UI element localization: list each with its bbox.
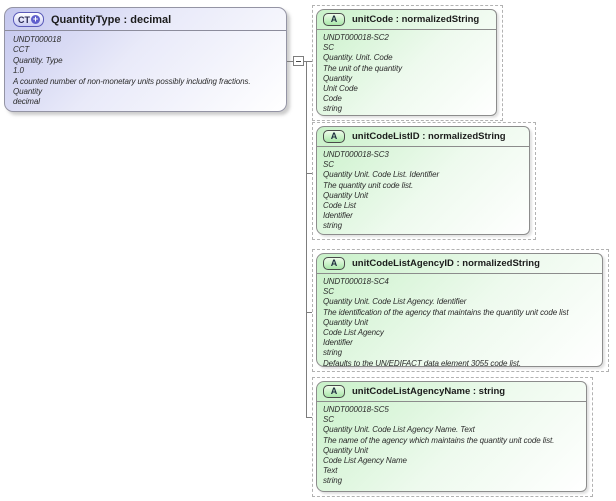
attribute-inner: A unitCodeListAgencyID : normalizedStrin… (316, 253, 603, 369)
detail-line: Identifier (323, 211, 353, 221)
complextype-badge: CT + (13, 12, 44, 27)
connector-branch-1 (304, 61, 312, 62)
detail-line: UNDT000018 (13, 35, 61, 44)
attribute-inner: A unitCodeListAgencyName : string UNDT00… (316, 381, 587, 492)
detail-line: Defaults to the UN/EDIFACT data element … (323, 358, 522, 368)
complextype-title: QuantityType : decimal (51, 13, 172, 26)
detail-line: Identifier (323, 338, 353, 348)
detail-line: UNDT000018-SC4 (323, 277, 389, 286)
detail-line: 1.0 (13, 66, 24, 76)
connector-branch-4 (306, 417, 312, 418)
detail-line: The name of the agency which maintains t… (323, 435, 555, 445)
detail-line: Quantity (323, 73, 352, 83)
detail-line: Text (323, 466, 338, 476)
attribute-badge: A (323, 130, 345, 143)
detail-line: CCT (13, 45, 30, 55)
detail-line: The identification of the agency that ma… (323, 307, 569, 317)
ct-badge-label: CT (18, 14, 30, 25)
attribute-header[interactable]: A unitCodeListID : normalizedString (317, 127, 529, 147)
detail-line: decimal (13, 97, 40, 107)
attribute-inner: A unitCode : normalizedString UNDT000018… (316, 9, 497, 116)
connector-branch-3 (306, 312, 312, 313)
attribute-box-unitcodelistagencyname: A unitCodeListAgencyName : string UNDT00… (312, 377, 593, 497)
attribute-box-unitcodelistid: A unitCodeListID : normalizedString UNDT… (312, 122, 536, 240)
plus-icon: + (31, 14, 40, 24)
detail-line: SC (323, 287, 334, 297)
detail-line: string (323, 104, 342, 114)
detail-line: Quantity (13, 87, 42, 97)
detail-line: string (323, 221, 342, 231)
detail-line: A counted number of non-monetary units p… (13, 76, 251, 86)
attribute-header[interactable]: A unitCodeListAgencyID : normalizedStrin… (317, 254, 602, 274)
attribute-title: unitCodeListAgencyID : normalizedString (352, 258, 540, 269)
detail-line: string (323, 348, 342, 358)
attribute-header[interactable]: A unitCode : normalizedString (317, 10, 496, 30)
detail-line: Unit Code (323, 84, 358, 94)
collapse-toggle[interactable] (293, 56, 304, 66)
detail-line: UNDT000018-SC3 (323, 150, 389, 159)
detail-line: Quantity Unit. Code List Agency Name. Te… (323, 425, 475, 435)
attribute-inner: A unitCodeListID : normalizedString UNDT… (316, 126, 530, 235)
attribute-badge: A (323, 385, 345, 398)
detail-line: The quantity unit code list. (323, 180, 414, 190)
minus-icon (296, 61, 301, 62)
detail-line: Quantity Unit (323, 190, 368, 200)
attribute-box-unitcodelistagencyid: A unitCodeListAgencyID : normalizedStrin… (312, 249, 609, 372)
detail-line: Code List Agency (323, 328, 384, 338)
detail-line: Quantity Unit. Code List. Identifier (323, 170, 440, 180)
attribute-title: unitCodeListAgencyName : string (352, 386, 506, 397)
attribute-title: unitCodeListID : normalizedString (352, 131, 506, 142)
detail-line: Code (323, 94, 342, 104)
connector-trunk (306, 61, 307, 418)
detail-line: Quantity Unit. Code List Agency. Identif… (323, 297, 467, 307)
detail-line: Code List (323, 201, 356, 211)
detail-line: Quantity Unit (323, 445, 368, 455)
detail-line: Quantity. Unit. Code (323, 53, 393, 63)
attribute-box-unitcode: A unitCode : normalizedString UNDT000018… (312, 5, 503, 121)
attribute-title: unitCode : normalizedString (352, 14, 480, 25)
detail-line: UNDT000018-SC5 (323, 405, 389, 414)
attribute-header[interactable]: A unitCodeListAgencyName : string (317, 382, 586, 402)
connector-branch-2 (306, 173, 312, 174)
attribute-badge: A (323, 13, 345, 26)
detail-line: Quantity Unit (323, 317, 368, 327)
detail-line: SC (323, 415, 334, 425)
detail-line: SC (323, 43, 334, 53)
connector-stub (287, 61, 293, 62)
detail-line: SC (323, 160, 334, 170)
detail-line: UNDT000018-SC2 (323, 33, 389, 42)
detail-line: The unit of the quantity (323, 63, 402, 73)
attribute-badge: A (323, 257, 345, 270)
complextype-header[interactable]: CT + QuantityType : decimal (5, 8, 286, 31)
detail-line: Quantity. Type (13, 55, 63, 65)
detail-line: Code List Agency Name (323, 456, 407, 466)
detail-line: string (323, 476, 342, 486)
